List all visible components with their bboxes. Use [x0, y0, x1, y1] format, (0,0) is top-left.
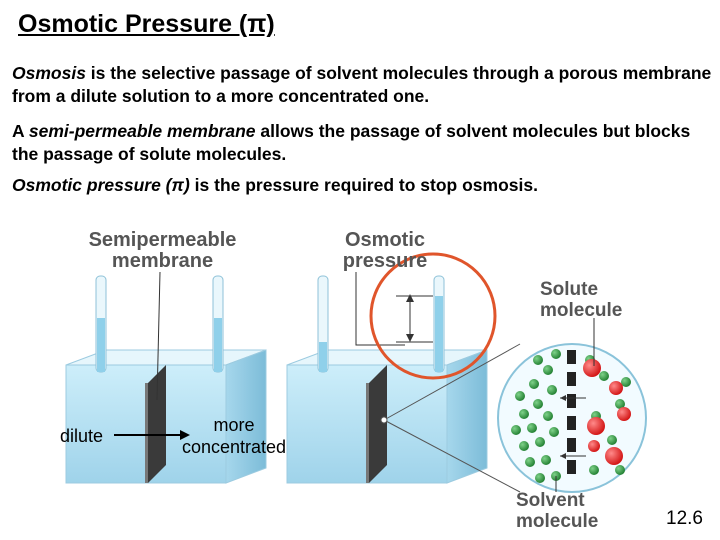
semipermeable-label-line1: Semipermeable [88, 229, 237, 251]
page-title: Osmotic Pressure (π) [18, 10, 275, 38]
semipermeable-membrane-label: Semipermeable membrane [80, 230, 245, 272]
osmosis-term: Osmosis [12, 63, 86, 83]
membrane-pointer-line [156, 271, 161, 401]
zoom-line-top [383, 343, 521, 421]
semipermeable-membrane-right [369, 365, 387, 483]
semipermeable-label-line2: membrane [111, 250, 214, 272]
zoom-line-bottom [383, 419, 521, 493]
osmotic-pressure-label: Osmotic pressure [332, 230, 438, 272]
membrane-definition-prefix: A [12, 121, 29, 141]
membrane-term: semi-permeable membrane [28, 121, 256, 141]
osmotic-pressure-definition-text: is the pressure required to stop osmosis… [189, 175, 538, 195]
osmotic-pressure-definition: Osmotic pressure (π) is the pressure req… [12, 174, 712, 197]
solvent-molecule-label: Solvent molecule [516, 490, 598, 532]
magnified-view [497, 318, 647, 493]
solute-label-line2: molecule [540, 300, 623, 321]
more-concentrated-label: more concentrated [175, 414, 293, 458]
more-label-line1: more [213, 415, 255, 435]
solvent-label-line2: molecule [516, 511, 599, 532]
membrane-definition: A semi-permeable membrane allows the pas… [12, 120, 712, 166]
osmotic-pressure-term: Osmotic pressure (π) [12, 175, 190, 195]
slide-number: 12.6 [666, 508, 703, 529]
osmosis-definition-text: is the selective passage of solvent mole… [12, 63, 712, 106]
membrane-definition-text: allows the passage of solvent molecules … [12, 121, 691, 164]
osmotic-label-line1: Osmotic [344, 229, 426, 251]
direction-arrow [114, 430, 190, 440]
osmotic-label-line2: pressure [342, 250, 428, 272]
osmosis-definition: Osmosis is the selective passage of solv… [12, 62, 712, 108]
solvent-label-line1: Solvent [516, 490, 585, 511]
osmotic-pressure-bracket [355, 272, 433, 346]
solute-label-line1: Solute [540, 279, 599, 300]
dilute-label: dilute [60, 426, 104, 446]
solute-molecule-label: Solute molecule [540, 279, 622, 321]
solute-molecules [583, 359, 631, 465]
semipermeable-membrane-left [148, 365, 166, 483]
container-left [65, 275, 267, 484]
highlight-circle [369, 252, 497, 380]
more-label-line2: concentrated [181, 437, 287, 457]
